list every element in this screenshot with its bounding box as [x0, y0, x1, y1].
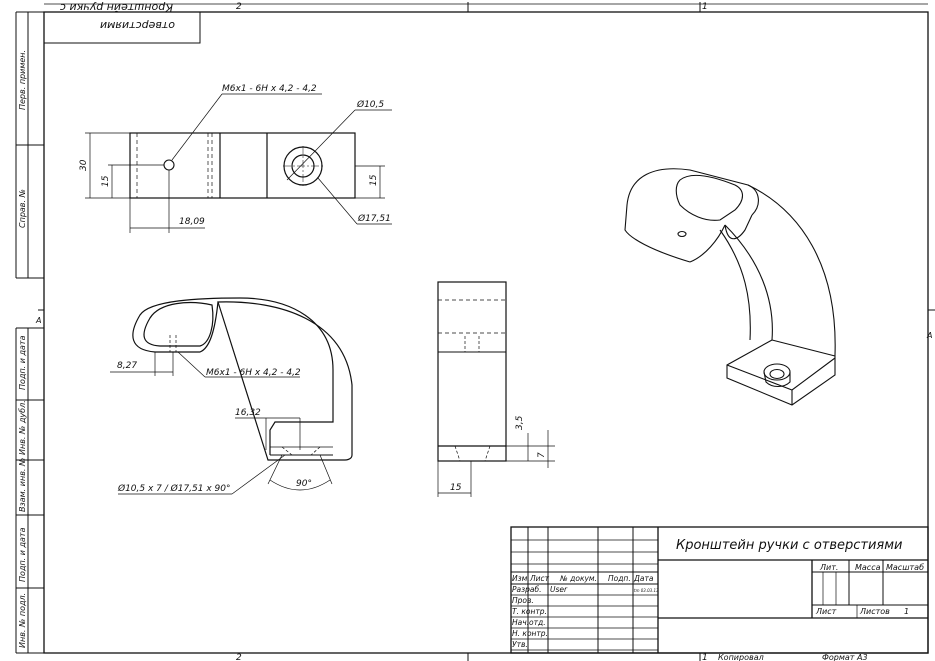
- tb-massa: Масса: [855, 563, 881, 572]
- side-vzam-inv: Взам. инв. №: [18, 458, 27, 512]
- zone-side-right: A: [926, 331, 932, 340]
- zone-bottom-left: 2: [236, 653, 242, 661]
- tb-razrab-name: User: [550, 585, 568, 594]
- mirrored-stamp-line2: отверстиями: [100, 19, 175, 32]
- side-podp-data-1: Подп. и дата: [18, 335, 27, 390]
- dim-h30: 30: [79, 159, 89, 171]
- tb-masshtab: Масштаб: [886, 563, 924, 572]
- side-view: [437, 281, 507, 462]
- dim-d10-5: Ø10,5: [356, 99, 384, 110]
- zone-side-left: A: [35, 316, 41, 325]
- dim-h15-left: 15: [101, 175, 111, 187]
- tb-utv: Утв.: [512, 640, 528, 649]
- dim-h15-right: 15: [369, 174, 379, 186]
- tb-izm: Изм.: [512, 574, 530, 583]
- format-label: Формат А3: [822, 653, 868, 661]
- side-view-dims: [437, 430, 555, 497]
- zone-top-left: 2: [236, 2, 242, 12]
- tb-data: Дата: [633, 574, 654, 583]
- dim-w18-09: 18,09: [179, 217, 205, 227]
- dim-thread-side: М6x1 - 6H x 4,2 - 4,2: [206, 368, 301, 378]
- tb-t-kontr: Т. контр.: [512, 607, 547, 616]
- copied-label: Копировал: [718, 653, 764, 661]
- zone-bottom-right: 1: [702, 653, 708, 661]
- tb-n-kontr: Н. контр.: [512, 629, 548, 638]
- tb-lit: Лит.: [819, 563, 838, 572]
- zone-top-right: 1: [702, 2, 708, 12]
- tb-list: Лист: [529, 574, 550, 583]
- front-view-dims: [110, 351, 333, 495]
- title-block-name: Кронштейн ручки с отверстиями: [676, 538, 903, 553]
- dim-countersink: Ø10,5 x 7 / Ø17,51 x 90°: [117, 483, 231, 494]
- dim-d16-32: 16,32: [235, 408, 261, 418]
- side-inv-podl: Инв. № подл.: [18, 593, 27, 648]
- side-strip: [15, 11, 44, 654]
- dim-w15: 15: [450, 483, 462, 493]
- top-view: [129, 132, 356, 199]
- dim-angle-90: 90°: [296, 479, 312, 489]
- side-perv-primen: Перв. примен.: [18, 50, 27, 110]
- mirrored-stamp: отверстиями Кронштейн ручки с: [43, 1, 201, 44]
- tb-n-dokum: № докум.: [559, 574, 597, 583]
- tb-podp: Подп.: [608, 574, 631, 583]
- tb-sheet-listov-val: 1: [904, 607, 909, 616]
- title-block: [510, 526, 929, 654]
- side-inv-dubl: Инв. № дубл.: [18, 400, 27, 455]
- threaded-hole: [163, 159, 175, 171]
- tb-prov: Пров.: [512, 596, 534, 605]
- tb-nach-otd: Нач.отд.: [512, 618, 546, 627]
- dim-d17-51: Ø17,51: [357, 213, 391, 224]
- dim-thread-top: М6x1 - 6H x 4,2 - 4,2: [222, 84, 317, 94]
- dim-h3-5: 3,5: [515, 415, 525, 430]
- tb-sheet-listov: Листов: [859, 607, 890, 616]
- isometric-view: [624, 168, 836, 406]
- side-sprav-no: Справ. №: [18, 189, 27, 228]
- sheet-frame: [38, 2, 935, 661]
- side-podp-data-2: Подп. и дата: [18, 527, 27, 582]
- tb-razrab: Разраб.: [512, 585, 541, 594]
- mirrored-stamp-line1: Кронштейн ручки с: [60, 1, 173, 14]
- dim-h7: 7: [537, 452, 547, 458]
- top-view-dims: [85, 93, 392, 233]
- front-view: [132, 297, 353, 461]
- tb-razrab-date: tm 03.03.13: [634, 588, 659, 593]
- dim-d8-27: 8,27: [117, 361, 137, 371]
- tb-sheet-list: Лист: [815, 607, 837, 616]
